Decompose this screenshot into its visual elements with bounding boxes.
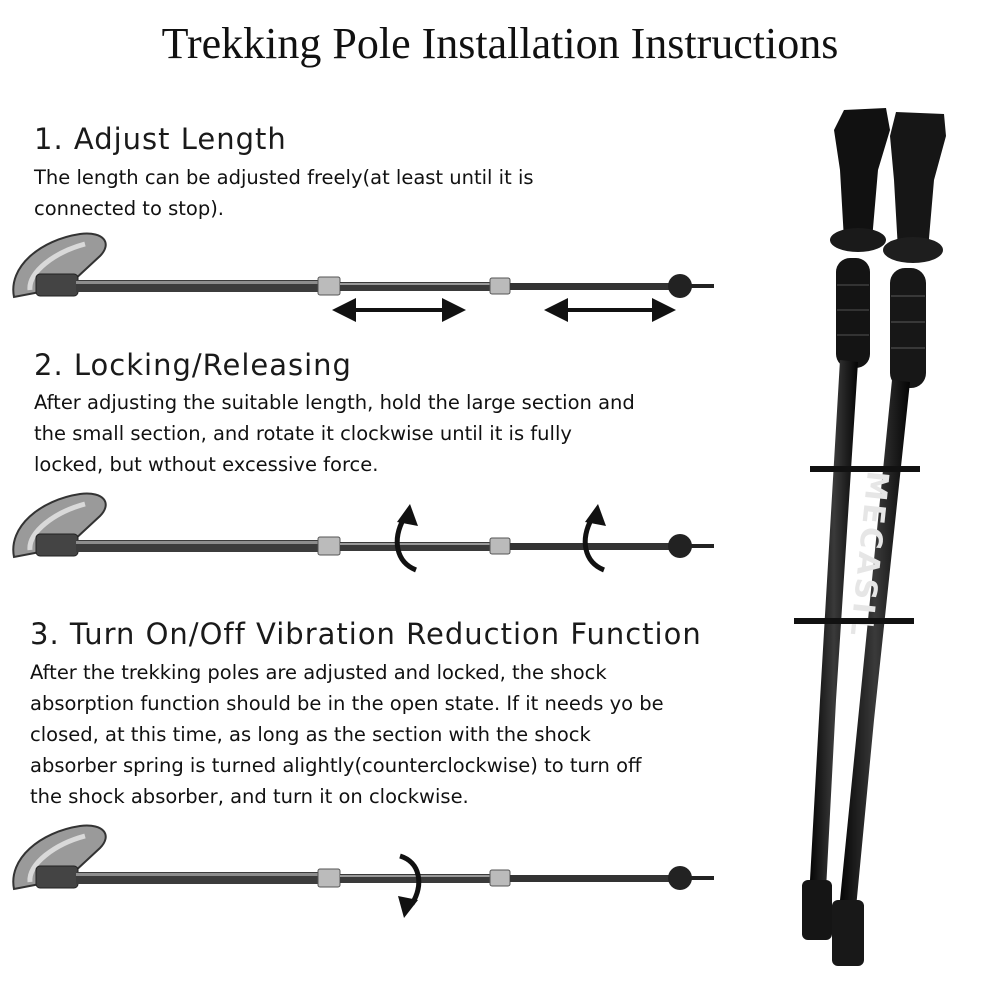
pole-right: MECASIL — [832, 112, 946, 966]
rotate-clockwise-arrow-icon — [394, 504, 418, 573]
pole-diagram — [12, 232, 714, 299]
pole-illustration-1 — [12, 232, 714, 322]
pole-diagram — [12, 824, 714, 891]
pole-illustration-3 — [12, 824, 714, 918]
double-arrow-icon — [332, 298, 466, 322]
step-3-body: After the trekking poles are adjusted an… — [30, 661, 664, 808]
brand-label: MECASIL — [842, 469, 894, 640]
pole-diagram — [12, 492, 714, 559]
step-2-body: After adjusting the suitable length, hol… — [34, 391, 635, 476]
pole-illustration-2 — [12, 492, 714, 573]
step-2-heading: 2. Locking/Releasing — [34, 348, 352, 382]
pole-left — [802, 108, 890, 940]
step-1-body: The length can be adjusted freely(at lea… — [34, 166, 534, 220]
rotate-counterclockwise-arrow-icon — [398, 853, 422, 918]
step-3-heading: 3. Turn On/Off Vibration Reduction Funct… — [30, 617, 702, 651]
double-arrow-icon — [544, 298, 676, 322]
rotate-clockwise-arrow-icon — [582, 504, 606, 573]
trekking-poles-photo: MECASIL — [794, 108, 946, 966]
page-title: Trekking Pole Installation Instructions — [161, 19, 839, 68]
step-1-heading: 1. Adjust Length — [34, 122, 287, 156]
pole-clamp — [810, 466, 920, 472]
pole-clamp — [794, 618, 914, 624]
